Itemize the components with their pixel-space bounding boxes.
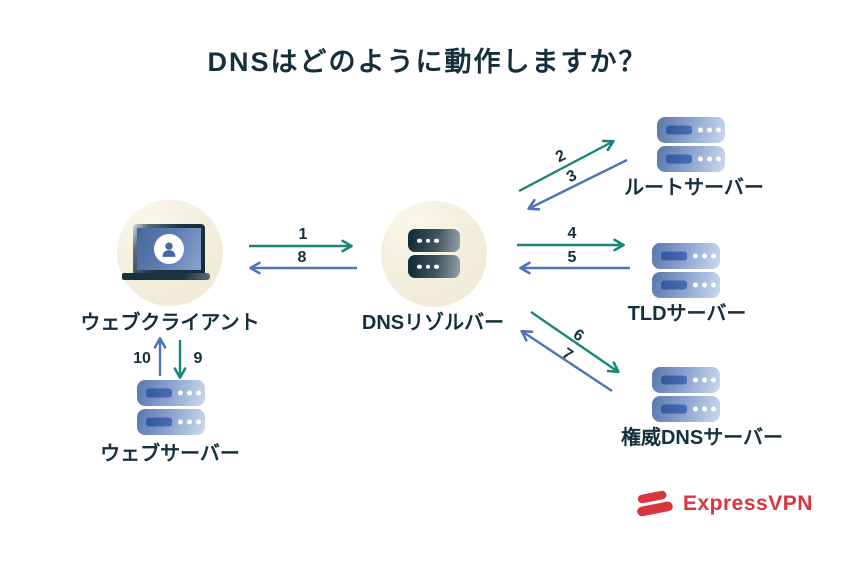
- server-dots: [178, 390, 201, 396]
- server-bar: [666, 125, 692, 135]
- step-4-label: 4: [567, 225, 577, 242]
- laptop-icon: [133, 224, 205, 274]
- tld-server-label: TLDサーバー: [627, 303, 747, 325]
- server-bar: [661, 280, 687, 290]
- step-1-label: 1: [298, 226, 308, 243]
- step-5-label: 5: [567, 249, 577, 266]
- page-title: DNSはどのように動作しますか？: [207, 47, 648, 77]
- expressvpn-wordmark: ExpressVPN: [683, 492, 813, 515]
- user-icon: [162, 242, 176, 257]
- server-dots: [698, 127, 721, 133]
- server-bar: [146, 417, 172, 427]
- server-unit: [652, 243, 720, 269]
- server-unit: [408, 229, 460, 252]
- brand-lockup: ExpressVPN: [633, 487, 813, 521]
- server-dots: [693, 406, 716, 412]
- expressvpn-logo-icon: [637, 490, 673, 517]
- server-bar: [661, 375, 687, 385]
- avatar: [154, 234, 184, 264]
- step-9-label: 9: [193, 350, 203, 367]
- server-unit: [652, 367, 720, 393]
- server-unit: [657, 146, 725, 172]
- authoritative-server-icon: [652, 367, 720, 425]
- server-bar: [661, 251, 687, 261]
- laptop-screen: [137, 228, 201, 270]
- laptop-base: [122, 273, 210, 280]
- server-unit: [408, 255, 460, 278]
- resolver-server-icon: [408, 229, 460, 281]
- tld-server-icon: [652, 243, 720, 301]
- arrow-step-2: [518, 139, 615, 193]
- dns-resolver-node: [381, 201, 487, 307]
- step-10-label: 10: [133, 350, 151, 367]
- server-dots: [417, 264, 439, 269]
- server-unit: [657, 117, 725, 143]
- server-dots: [417, 238, 439, 243]
- server-unit: [652, 272, 720, 298]
- server-dots: [698, 156, 721, 162]
- root-server-label: ルートサーバー: [624, 177, 764, 199]
- arrow-step-6: [530, 311, 620, 374]
- server-unit: [652, 396, 720, 422]
- server-bar: [146, 388, 172, 398]
- server-unit: [137, 380, 205, 406]
- step-8-label: 8: [297, 249, 307, 266]
- server-dots: [693, 377, 716, 383]
- web-client-node: [117, 200, 223, 306]
- server-dots: [693, 282, 716, 288]
- server-unit: [137, 409, 205, 435]
- dns-resolver-label: DNSリゾルバー: [361, 312, 505, 334]
- arrow-step-3: [527, 158, 628, 211]
- arrow-step-7: [520, 329, 613, 393]
- server-bar: [666, 154, 692, 164]
- web-server-icon: [137, 380, 205, 438]
- root-server-icon: [657, 117, 725, 175]
- web-server-label: ウェブサーバー: [100, 443, 240, 465]
- authoritative-server-label: 権威DNSサーバー: [620, 427, 784, 449]
- web-client-label: ウェブクライアント: [80, 312, 260, 334]
- server-dots: [178, 419, 201, 425]
- server-bar: [661, 404, 687, 414]
- server-dots: [693, 253, 716, 259]
